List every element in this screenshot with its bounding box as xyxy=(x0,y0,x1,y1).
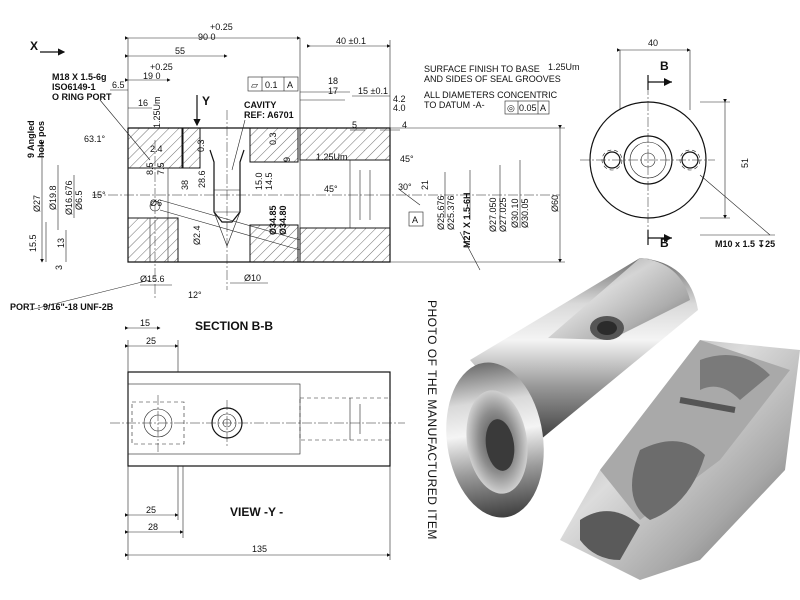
dim-text: 90 0 xyxy=(198,32,216,42)
dim-text: Ø27.050 xyxy=(488,197,498,232)
dim-text: 14.5 xyxy=(264,172,274,190)
dim-text: Ø25.376 xyxy=(446,195,456,230)
dim-text: +0.25 xyxy=(210,22,233,32)
dim-text: +0.25 xyxy=(150,62,173,72)
angled-hole-1: 9 Angled xyxy=(26,120,36,158)
dim-text: Ø2.4 xyxy=(192,225,202,245)
dim-text: Ø34.85 xyxy=(268,205,278,235)
dim-text: 9 xyxy=(282,157,292,162)
dim-text: 1.25Um xyxy=(152,96,162,128)
dim-text: Ø30.10 xyxy=(510,198,520,228)
dim-text: 63.1° xyxy=(84,134,106,144)
dim-text: 25 xyxy=(146,505,156,515)
dim-text: 16 xyxy=(138,98,148,108)
dim-text: Ø6.5 xyxy=(74,190,84,210)
dim-text: 19 0 xyxy=(143,71,161,81)
dim-text: 51 xyxy=(740,158,750,168)
port-callout: PORT : 9/16"-18 UNF-2B xyxy=(10,302,114,312)
dim-text: 6.5 xyxy=(112,80,125,90)
dim-text: 15.5 xyxy=(28,234,38,252)
concentricity-value: 0.05 xyxy=(519,103,537,113)
dim-text: 13 xyxy=(56,238,66,248)
concentric-note-2: TO DATUM -A- xyxy=(424,100,485,110)
section-mark-top: B xyxy=(660,59,669,73)
concentric-note-1: ALL DIAMETERS CONCENTRIC xyxy=(424,90,558,100)
dim-text: 135 xyxy=(252,544,267,554)
dim-text: 2.4 xyxy=(150,144,163,154)
dim-text: Ø27 xyxy=(32,195,42,212)
dim-text: Ø60 xyxy=(550,195,560,212)
thread-callout-1: M18 X 1.5-6g xyxy=(52,72,107,82)
flatness-ref: A xyxy=(287,80,293,90)
dim-text: Ø19.8 xyxy=(48,185,58,210)
view-y-title: VIEW -Y - xyxy=(230,505,283,519)
dim-text: 38 xyxy=(180,180,190,190)
dim-text: 4 xyxy=(402,120,407,130)
axis-x-label: X xyxy=(30,39,38,53)
dim-text: 30° xyxy=(398,182,412,192)
dim-text: 4.2 xyxy=(393,94,406,104)
dim-text: 1.25Um xyxy=(316,152,348,162)
dim-text: 18 xyxy=(328,76,338,86)
photo-manufactured-item xyxy=(446,258,800,580)
dim-text: 3 xyxy=(54,265,64,270)
section-title: SECTION B-B xyxy=(195,319,273,333)
dim-text: 25 xyxy=(146,336,156,346)
cavity-label-2: REF: A6701 xyxy=(244,110,294,120)
dim-text: M27 X 1.5-6H xyxy=(462,192,472,248)
dim-text: 0.3 xyxy=(196,139,206,152)
dim-text: Ø16.676 xyxy=(64,180,74,215)
surface-finish-value: 1.25Um xyxy=(548,62,580,72)
dim-text: 55 xyxy=(175,46,185,56)
thread-callout-2: ISO6149-1 xyxy=(52,82,96,92)
datum-a-label: A xyxy=(412,215,418,225)
axis-y-label: Y xyxy=(202,94,210,108)
text-labels: X Y M18 X 1.5-6g ISO6149-1 O RING PORT 9… xyxy=(10,22,775,554)
dim-text: Ø25.676 xyxy=(436,195,446,230)
photo-caption: PHOTO OF THE MANUFACTURED ITEM xyxy=(425,300,439,540)
dim-text: 4.0 xyxy=(393,103,406,113)
angled-hole-2: hole pos xyxy=(36,121,46,158)
concentricity-ref: A xyxy=(540,103,546,113)
view-y xyxy=(110,340,405,560)
dim-text: 15 xyxy=(140,318,150,328)
flatness-symbol: ▱ xyxy=(251,80,258,90)
m10-callout: M10 x 1.5 ↧25 xyxy=(715,239,775,249)
flatness-value: 0.1 xyxy=(265,80,278,90)
dim-text: 8.5 xyxy=(145,162,155,175)
dim-text: 12° xyxy=(188,290,202,300)
dim-text: 40 ±0.1 xyxy=(336,36,366,46)
dim-text: Ø15.6 xyxy=(140,274,165,284)
dim-text: Ø27.025 xyxy=(498,197,508,232)
dim-text: Ø6 xyxy=(150,198,162,208)
dim-text: 7.5 xyxy=(156,162,166,175)
dim-text: 17 xyxy=(328,86,338,96)
dim-text: 28.6 xyxy=(197,170,207,188)
thread-callout-3: O RING PORT xyxy=(52,92,112,102)
surface-finish-2: AND SIDES OF SEAL GROOVES xyxy=(424,74,561,84)
dim-text: Ø30.05 xyxy=(520,198,530,228)
dim-text: 40 xyxy=(648,38,658,48)
concentricity-symbol: ◎ xyxy=(507,103,515,113)
dim-text: 28 xyxy=(148,522,158,532)
section-bb-view xyxy=(29,36,565,330)
cavity-label-1: CAVITY xyxy=(244,100,276,110)
dim-text: 15.0 xyxy=(254,172,264,190)
dim-text: Ø34.80 xyxy=(278,205,288,235)
dim-text: 0.3 xyxy=(268,132,278,145)
dim-text: 21 xyxy=(420,180,430,190)
end-view xyxy=(580,48,775,245)
dim-text: 45° xyxy=(400,154,414,164)
dim-text: 45° xyxy=(324,184,338,194)
dim-text: 15 ±0.1 xyxy=(358,86,388,96)
dim-text: Ø10 xyxy=(244,273,261,283)
surface-finish-1: SURFACE FINISH TO BASE xyxy=(424,64,540,74)
dim-text: 5 xyxy=(352,120,357,130)
section-mark-bottom: B xyxy=(660,236,669,250)
dim-text: 15° xyxy=(92,190,106,200)
